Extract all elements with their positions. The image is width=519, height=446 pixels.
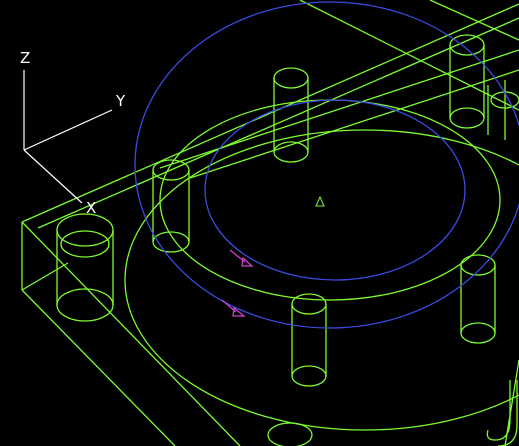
hole-top-center[interactable] [273, 67, 309, 163]
guide-line-2 [189, 69, 519, 179]
boss-outer-ellipse [124, 129, 519, 431]
block-top-edge-left [21, 3, 519, 223]
block-lower-edge [21, 262, 69, 291]
z-axis-label: Z [20, 49, 30, 67]
boss-inner-ellipse [159, 99, 501, 301]
guide-line-4 [429, 0, 519, 41]
axis-triad [23, 70, 113, 204]
hole-bottom[interactable] [267, 422, 313, 446]
triangle-marker-icon [315, 195, 325, 207]
block-inner-edge [37, 17, 519, 229]
toolpath-inner-ellipse[interactable] [204, 99, 466, 281]
hole-front-center[interactable] [291, 293, 327, 387]
hole-top-right[interactable] [449, 34, 485, 129]
arrow-marker-icon [221, 299, 246, 317]
y-axis-label: Y [115, 92, 126, 110]
toolpath[interactable] [134, 1, 519, 329]
toolpath-outer-ellipse[interactable] [134, 1, 519, 329]
y-axis [23, 109, 113, 151]
hole-front-left[interactable] [56, 213, 114, 322]
block-front-bottom-edge [21, 289, 176, 446]
guide-line-1 [159, 49, 519, 169]
hole-left[interactable] [152, 159, 190, 253]
arrow-marker-icon [229, 249, 254, 267]
bottom-right-feature [486, 380, 518, 446]
right-edge-3 [504, 359, 519, 446]
block-front-top-edge [21, 221, 241, 446]
x-axis-label: X [86, 199, 96, 217]
part-wireframe[interactable] [21, 0, 519, 446]
x-axis [23, 149, 83, 204]
hole-front-right[interactable] [460, 254, 496, 344]
guide-line-3 [299, 0, 519, 111]
